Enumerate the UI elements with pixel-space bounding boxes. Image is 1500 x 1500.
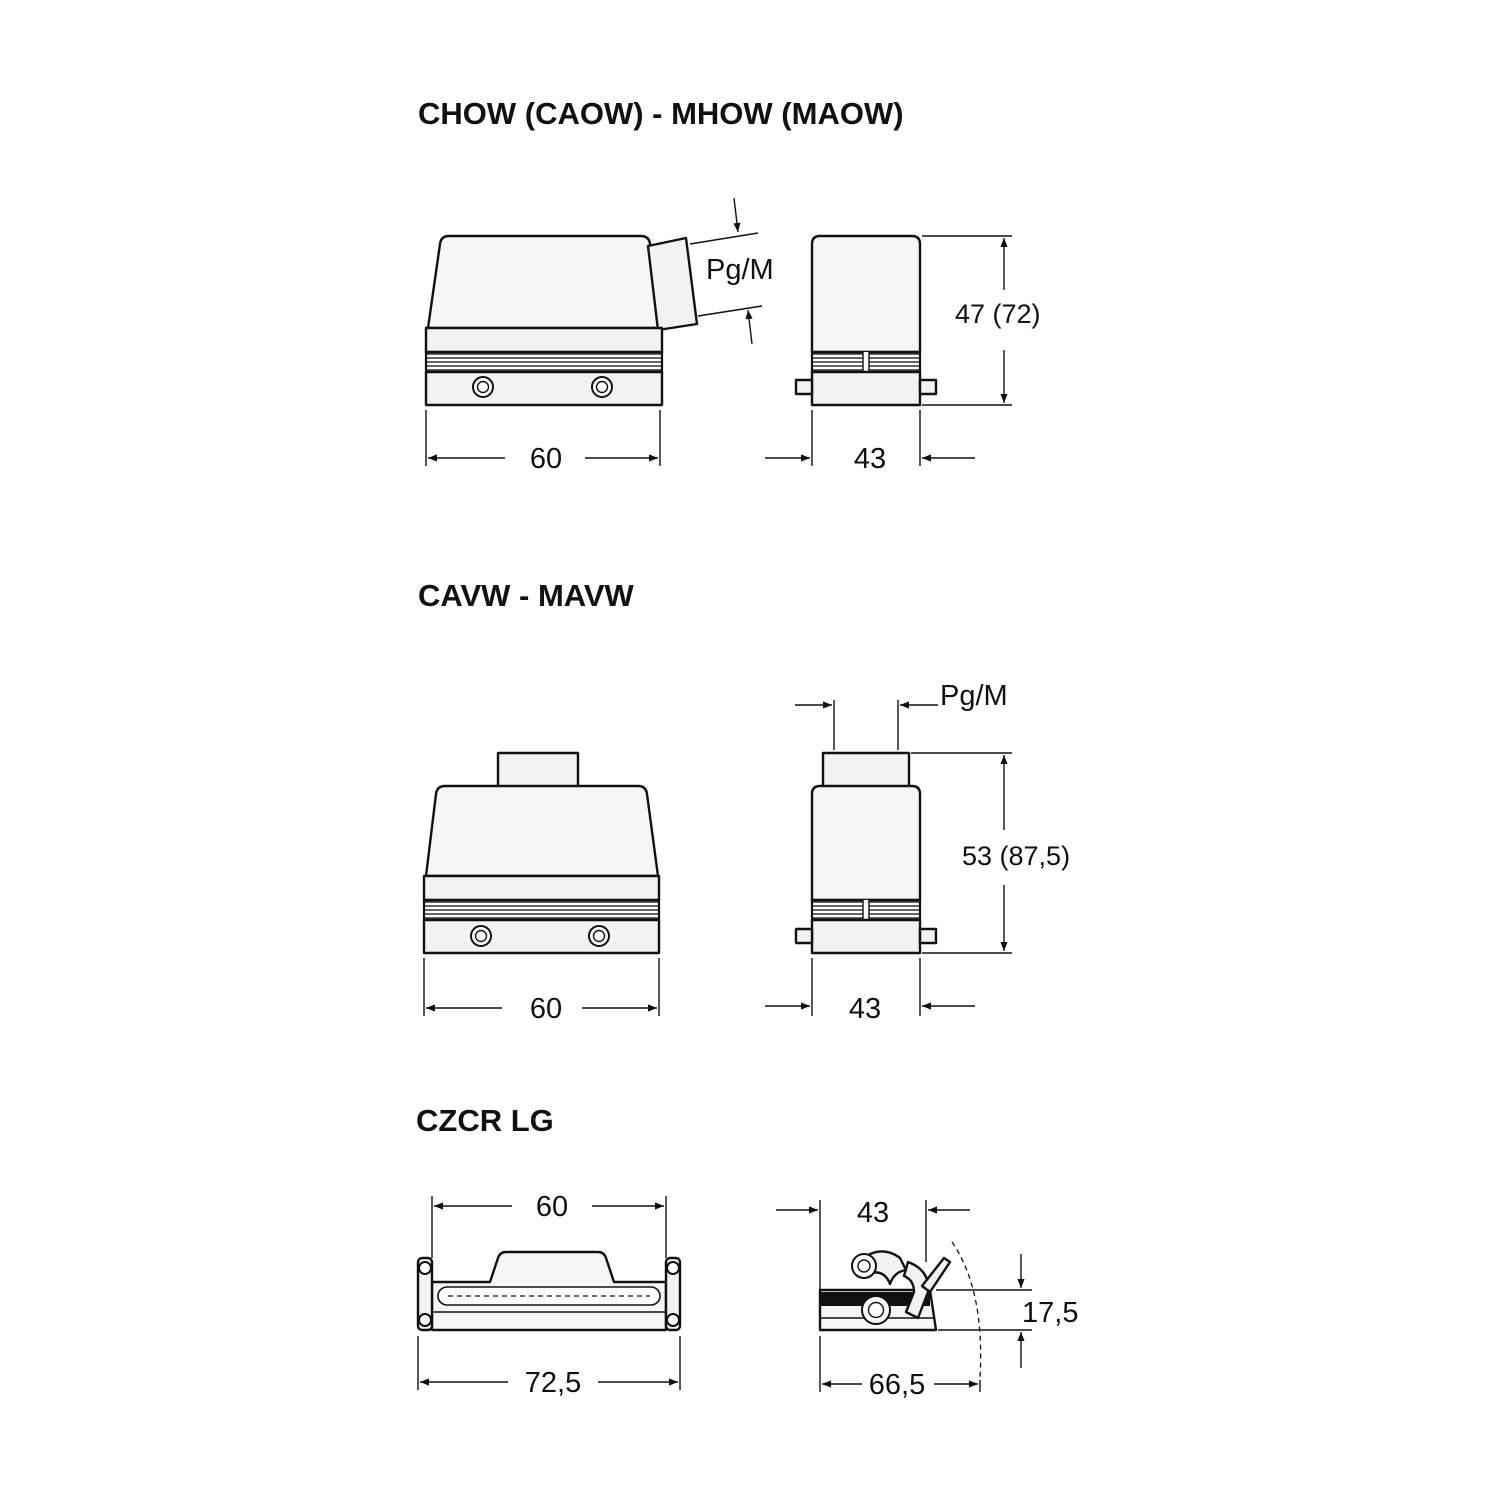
section-title: CHOW (CAOW) - MHOW (MAOW) <box>418 96 904 131</box>
lever-hook <box>864 1250 908 1286</box>
bottom-width-dimension: 66,5 <box>869 1369 925 1401</box>
locking-pin <box>416 1256 434 1332</box>
locking-lever <box>902 1260 930 1320</box>
width-dimension: 60 <box>530 443 562 475</box>
hood-side <box>810 234 922 354</box>
side-view-cover: 43 17,5 66,5 <box>776 1197 1078 1401</box>
width-dimension: 43 <box>854 443 886 475</box>
section-title: CAVW - MAVW <box>418 578 635 613</box>
lever-arm <box>920 1256 952 1294</box>
height-dimension: 53 (87,5) <box>962 841 1070 871</box>
cable-entry <box>496 751 580 791</box>
locking-pin <box>664 1256 682 1332</box>
width-dimension: 60 <box>530 993 562 1025</box>
hood-base <box>422 918 661 955</box>
height-dimension: 47 (72) <box>955 299 1041 329</box>
side-view-hood: 47 (72) 43 <box>765 234 1041 475</box>
width-dimension: 43 <box>849 993 881 1025</box>
hood-side <box>810 784 922 902</box>
section-czcr-lg: CZCR LG 60 72,5 <box>416 1103 1078 1401</box>
locking-ribs <box>422 898 661 922</box>
side-view-hood: Pg/M 53 (87,5) 43 <box>765 680 1070 1025</box>
cable-entry <box>821 751 911 791</box>
top-width-dimension: 43 <box>857 1197 889 1229</box>
lever-swing-arc <box>951 1241 982 1379</box>
section-cavw: CAVW - MAVW 60 <box>418 578 1070 1025</box>
locking-ribs <box>424 350 664 374</box>
section-chow: CHOW (CAOW) - MHOW (MAOW) Pg/M 60 <box>418 96 1041 475</box>
front-view-cover: 60 72,5 <box>416 1191 682 1399</box>
hood-top <box>424 784 660 878</box>
cable-entry-label: Pg/M <box>706 254 774 286</box>
hood-band <box>424 326 664 354</box>
cable-entry-label: Pg/M <box>940 680 1008 712</box>
top-width-dimension: 60 <box>536 1191 568 1223</box>
locking-pin <box>918 927 938 945</box>
hood-base <box>424 370 664 407</box>
hood-base <box>810 918 922 955</box>
locking-pin <box>794 378 814 396</box>
bottom-width-dimension: 72,5 <box>525 1367 581 1399</box>
height-dimension: 17,5 <box>1022 1297 1078 1329</box>
front-view-hood: 60 <box>422 751 661 1025</box>
hood-top <box>426 234 662 330</box>
cable-entry <box>646 236 699 332</box>
hood-band <box>422 874 661 902</box>
hood-base <box>810 370 922 407</box>
section-title: CZCR LG <box>416 1103 554 1138</box>
front-view-hood: Pg/M 60 <box>424 197 774 475</box>
locking-pin <box>918 378 938 396</box>
locking-pin <box>794 927 814 945</box>
